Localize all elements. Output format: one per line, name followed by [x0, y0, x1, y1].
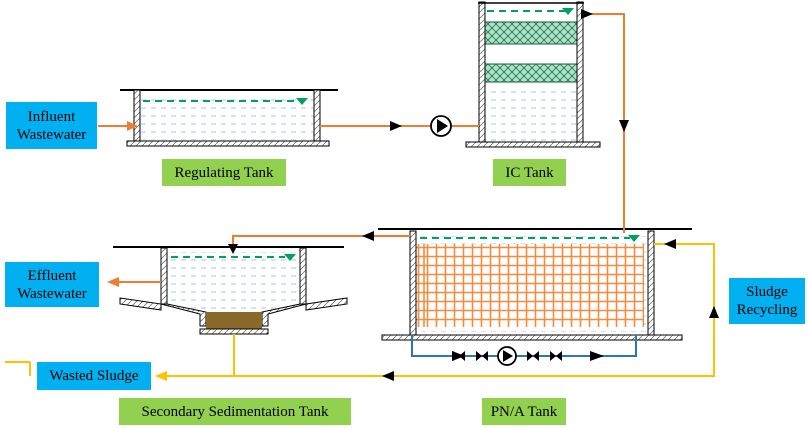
effluent-wastewater-label: Effluent Wastewater — [5, 262, 99, 307]
regulating-tank — [120, 89, 338, 147]
regulating-tank-label: Regulating Tank — [162, 159, 286, 186]
water-level-icon — [296, 98, 308, 105]
secondary-sedimentation-tank-label: Secondary Sedimentation Tank — [119, 398, 351, 425]
valve-icon — [550, 351, 562, 361]
arrow-icon — [619, 120, 629, 132]
arrow-icon — [590, 351, 604, 361]
arrow-icon — [107, 277, 119, 287]
ic-tank-label: IC Tank — [493, 159, 566, 186]
wasted-sludge-label: Wasted Sludge — [37, 362, 151, 390]
arrow-icon — [127, 121, 138, 131]
arrow-icon — [382, 371, 394, 381]
arrow-icon — [709, 306, 719, 318]
blue-flow-line — [411, 335, 637, 366]
arrow-icon — [581, 9, 593, 19]
valve-icon — [453, 351, 465, 361]
yellow-arrows — [155, 239, 719, 381]
orange-arrows — [107, 9, 629, 287]
arrow-icon — [362, 231, 374, 241]
pna-tank — [378, 228, 692, 341]
valve-icon — [527, 351, 539, 361]
ic-tank — [465, 1, 601, 148]
water-level-icon — [562, 8, 574, 15]
arrow-icon — [155, 371, 167, 381]
influent-wastewater-label: Influent Wastewater — [6, 102, 97, 149]
arrow-icon — [390, 121, 402, 131]
arrow-icon — [228, 244, 238, 254]
pna-tank-label: PN/A Tank — [482, 398, 566, 425]
valve-icon — [476, 351, 488, 361]
water-level-icon — [284, 254, 296, 261]
secondary-sedimentation-tank — [113, 246, 348, 335]
arrow-icon — [664, 239, 676, 249]
sludge-recycling-label: Sludge Recycling — [729, 278, 805, 324]
pump-icon — [430, 115, 452, 137]
water-level-icon — [628, 235, 640, 242]
